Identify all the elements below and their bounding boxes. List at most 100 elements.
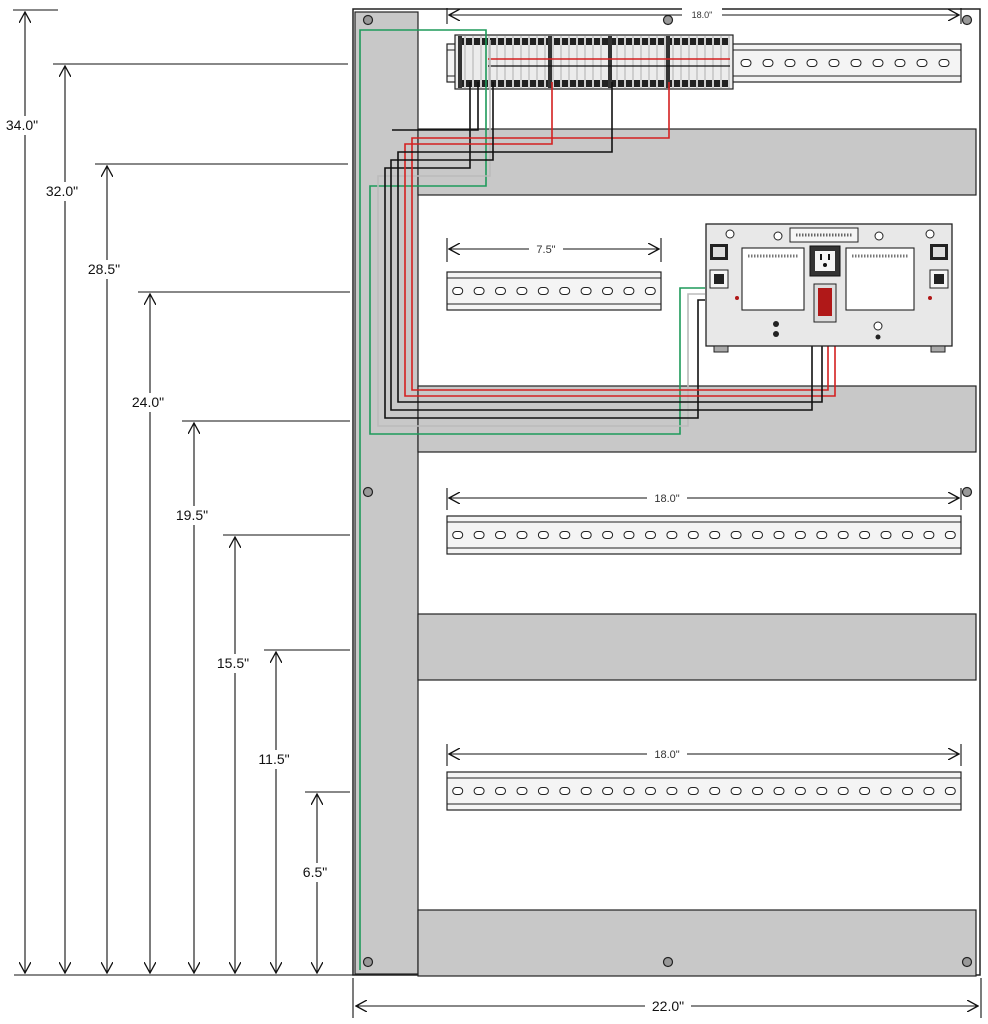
rail-slot bbox=[645, 787, 656, 795]
rail-slot bbox=[850, 59, 862, 67]
rail-slot bbox=[880, 531, 892, 539]
rail-slot bbox=[580, 787, 592, 795]
rail-slot bbox=[580, 531, 592, 539]
din-rail-short bbox=[446, 271, 662, 311]
vertical-dimensions: 34.0" 32.0" 28.5" 24.0" 19.5" 15.5" 11.5" 6.5" bbox=[0, 9, 353, 976]
rail-slot bbox=[537, 787, 549, 795]
lower-rail-length-label: 18.0" bbox=[654, 749, 679, 761]
mounting-hole-icon bbox=[362, 486, 374, 498]
rail-slot bbox=[730, 787, 742, 795]
rail-slot bbox=[645, 531, 656, 539]
rail-slot bbox=[816, 787, 828, 795]
rail-slot bbox=[516, 787, 528, 795]
rail-slot bbox=[816, 531, 828, 539]
rail-slot bbox=[495, 287, 506, 295]
mounting-hole-icon bbox=[961, 486, 973, 498]
rail-slot bbox=[894, 59, 906, 67]
rail-slot bbox=[837, 531, 849, 539]
height-dimension-label: 11.5" bbox=[258, 751, 289, 767]
height-dimension-label: 32.0" bbox=[46, 183, 78, 199]
rail-slot bbox=[740, 59, 752, 67]
rail-slot bbox=[559, 787, 571, 795]
height-dimension-label: 28.5" bbox=[88, 261, 120, 277]
rail-slot bbox=[516, 287, 528, 295]
rail-slot bbox=[752, 531, 763, 539]
rail-slot bbox=[452, 287, 464, 295]
rail-slot bbox=[473, 287, 485, 295]
terminal-block-icon bbox=[454, 34, 734, 90]
rail-slot bbox=[806, 59, 818, 67]
rail-slot bbox=[828, 59, 840, 67]
rail-slot bbox=[602, 287, 613, 295]
rail-slot bbox=[923, 787, 935, 795]
rail-slot bbox=[773, 531, 785, 539]
rail-slot bbox=[709, 787, 721, 795]
power-supply-icon bbox=[705, 223, 953, 353]
rail-slot bbox=[495, 531, 506, 539]
rail-slot bbox=[452, 531, 464, 539]
rail-slot bbox=[902, 531, 913, 539]
rail-slot bbox=[687, 787, 699, 795]
wire-duct-4 bbox=[417, 909, 977, 977]
outlet-icon bbox=[809, 245, 841, 277]
rail-slot bbox=[473, 531, 485, 539]
rail-slot bbox=[623, 787, 635, 795]
rail-slot bbox=[602, 787, 614, 795]
rail-slot bbox=[666, 531, 678, 539]
height-dimension-label: 15.5" bbox=[217, 655, 249, 671]
rail-slot bbox=[644, 287, 656, 295]
mounting-hole-icon bbox=[961, 14, 973, 26]
wiring bbox=[359, 29, 836, 970]
rail-slot bbox=[666, 787, 678, 795]
toggle-switch-icon bbox=[813, 283, 837, 323]
rail-slot bbox=[923, 531, 935, 539]
rail-slot bbox=[944, 787, 956, 795]
rail-slot bbox=[902, 787, 913, 795]
mounting-hole-icon bbox=[362, 14, 374, 26]
din-rail-lower bbox=[446, 771, 962, 811]
rail-slot bbox=[872, 59, 884, 67]
mounting-hole-icon bbox=[362, 956, 374, 968]
rail-slot bbox=[730, 531, 742, 539]
short-rail-length-label: 7.5" bbox=[536, 244, 555, 256]
rail-slot bbox=[473, 787, 485, 795]
wire-duct-3 bbox=[417, 613, 977, 681]
rail-slot bbox=[837, 787, 849, 795]
height-dimension-label: 6.5" bbox=[303, 864, 327, 880]
din-rail-middle bbox=[446, 515, 962, 555]
rail-slot bbox=[859, 531, 871, 539]
rail-slot bbox=[537, 287, 549, 295]
rail-slot bbox=[709, 531, 721, 539]
rail-slot bbox=[602, 531, 614, 539]
rail-slot bbox=[880, 787, 892, 795]
mounting-hole-icon bbox=[662, 14, 674, 26]
height-dimension-label: 19.5" bbox=[176, 507, 208, 523]
rail-slot bbox=[623, 287, 635, 295]
rail-slot bbox=[916, 59, 928, 67]
mounting-hole-icon bbox=[961, 956, 973, 968]
rail-slot bbox=[762, 59, 774, 67]
rail-slot bbox=[944, 531, 956, 539]
rail-slot bbox=[687, 531, 699, 539]
rail-slot bbox=[516, 531, 528, 539]
height-dimension-label: 34.0" bbox=[6, 117, 38, 133]
rail-slot bbox=[752, 787, 763, 795]
rail-slot bbox=[559, 531, 571, 539]
rail-slot bbox=[580, 287, 592, 295]
wire-duct-1 bbox=[417, 128, 977, 196]
rail-slot bbox=[452, 787, 464, 795]
rail-slot bbox=[794, 531, 806, 539]
middle-rail-length-label: 18.0" bbox=[654, 493, 679, 505]
rail-slot bbox=[559, 287, 571, 295]
rail-slot bbox=[938, 59, 950, 67]
panel-width-label: 22.0" bbox=[652, 998, 684, 1014]
rail-slot bbox=[623, 531, 635, 539]
rail-slot bbox=[784, 59, 796, 67]
rail-slot bbox=[794, 787, 806, 795]
rail-slot bbox=[537, 531, 549, 539]
wire-duct-2 bbox=[417, 385, 977, 453]
height-dimension-label: 24.0" bbox=[132, 394, 164, 410]
rail-slot bbox=[773, 787, 785, 795]
mounting-hole-icon bbox=[662, 956, 674, 968]
